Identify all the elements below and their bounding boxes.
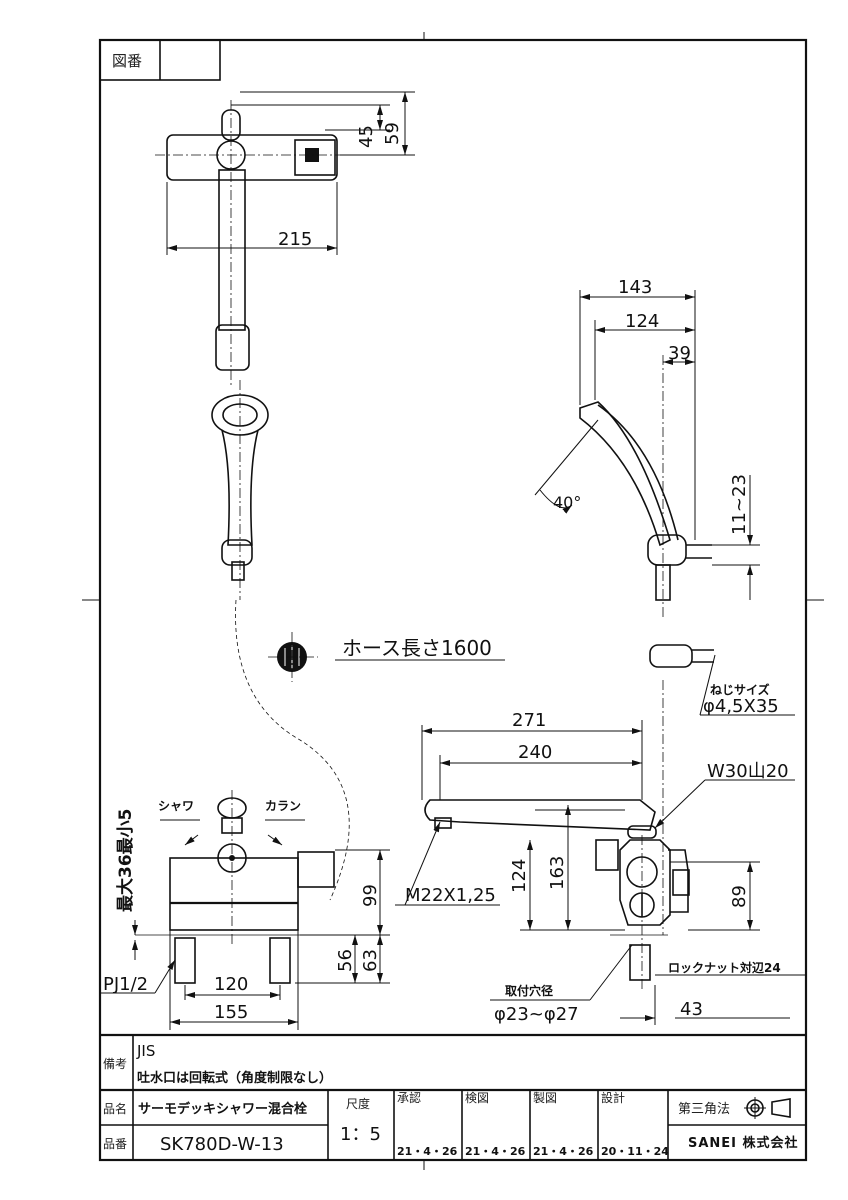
product-name-label: 品名 [103,1101,127,1116]
top-view: 45 59 215 [155,91,415,385]
faucet-front-view: シャワ カラン 最大36最小5 99 56 63 120 155 PJ1/2 [100,790,390,1030]
dim-240: 240 [518,742,552,763]
pipe-spec: PJ1/2 [103,974,148,995]
dim-163: 163 [547,856,568,890]
check-date: 21・4・26 [465,1145,526,1158]
screw-label: ねじサイズ [710,682,770,697]
drafted-date: 21・4・26 [533,1145,594,1158]
remarks-line-2: 吐水口は回転式（角度制限なし） [137,1070,332,1086]
projection-label: 第三角法 [678,1102,730,1117]
screw-size: φ4,5X35 [703,696,779,717]
shower-label: シャワ [158,799,194,813]
design-label: 設計 [601,1090,625,1105]
faucet-side-view: 271 240 124 163 89 43 W30山20 M22X1,25 取付… [395,680,805,1025]
dim-39: 39 [668,343,691,364]
hole-label: 取付穴径 [505,983,553,998]
dim-59: 59 [382,122,403,145]
product-name: サーモデッキシャワー混合栓 [138,1101,307,1117]
nut-spec: M22X1,25 [405,885,496,906]
screw-callout: ねじサイズ φ4,5X35 [699,654,795,717]
drawing-frame: 図番 [82,32,824,1170]
angle-40: 40° [553,493,581,512]
drafted-label: 製図 [533,1091,557,1105]
remarks-line-1: JIS [136,1042,155,1060]
drawing-number-label: 図番 [112,52,142,70]
dim-43: 43 [680,999,703,1020]
dim-120: 120 [214,974,248,995]
third-angle-projection-icon [744,1097,791,1119]
deck-thickness: 最大36最小5 [115,809,136,913]
hose-section: ホース長さ1600 [268,632,505,682]
product-number-label: 品番 [103,1137,127,1151]
scale-label: 尺度 [346,1096,370,1111]
shower-side-view: 143 124 39 11~23 40° [534,277,760,668]
dim-89: 89 [729,885,750,908]
dim-63: 63 [360,949,381,972]
remarks-label: 備考 [103,1056,127,1071]
dim-124-side: 124 [509,859,530,893]
dim-124: 124 [625,311,659,332]
locknut-label: ロックナット対辺24 [668,960,781,975]
faucet-label: カラン [265,799,301,813]
product-number: SK780D-W-13 [160,1134,284,1155]
dim-271: 271 [512,710,546,731]
approval-date: 21・4・26 [397,1145,458,1158]
dim-143: 143 [618,277,652,298]
title-block: 備考 JIS 吐水口は回転式（角度制限なし） 品名 サーモデッキシャワー混合栓 … [100,1033,806,1160]
scale-value: 1：5 [340,1124,381,1145]
dim-56: 56 [335,949,356,972]
hose-length-label: ホース長さ1600 [342,636,492,660]
company-name: SANEI 株式会社 [688,1135,799,1151]
dim-99: 99 [360,884,381,907]
dim-215: 215 [278,229,312,250]
design-date: 20・11・24 [601,1145,669,1158]
hole-size: φ23~φ27 [494,1004,579,1025]
dim-11-23: 11~23 [729,474,750,535]
thread-spec: W30山20 [707,761,789,782]
dim-45: 45 [356,125,377,148]
dim-155: 155 [214,1002,248,1023]
approval-label: 承認 [397,1090,421,1105]
check-label: 検図 [465,1091,489,1105]
hand-shower-front [211,380,350,901]
